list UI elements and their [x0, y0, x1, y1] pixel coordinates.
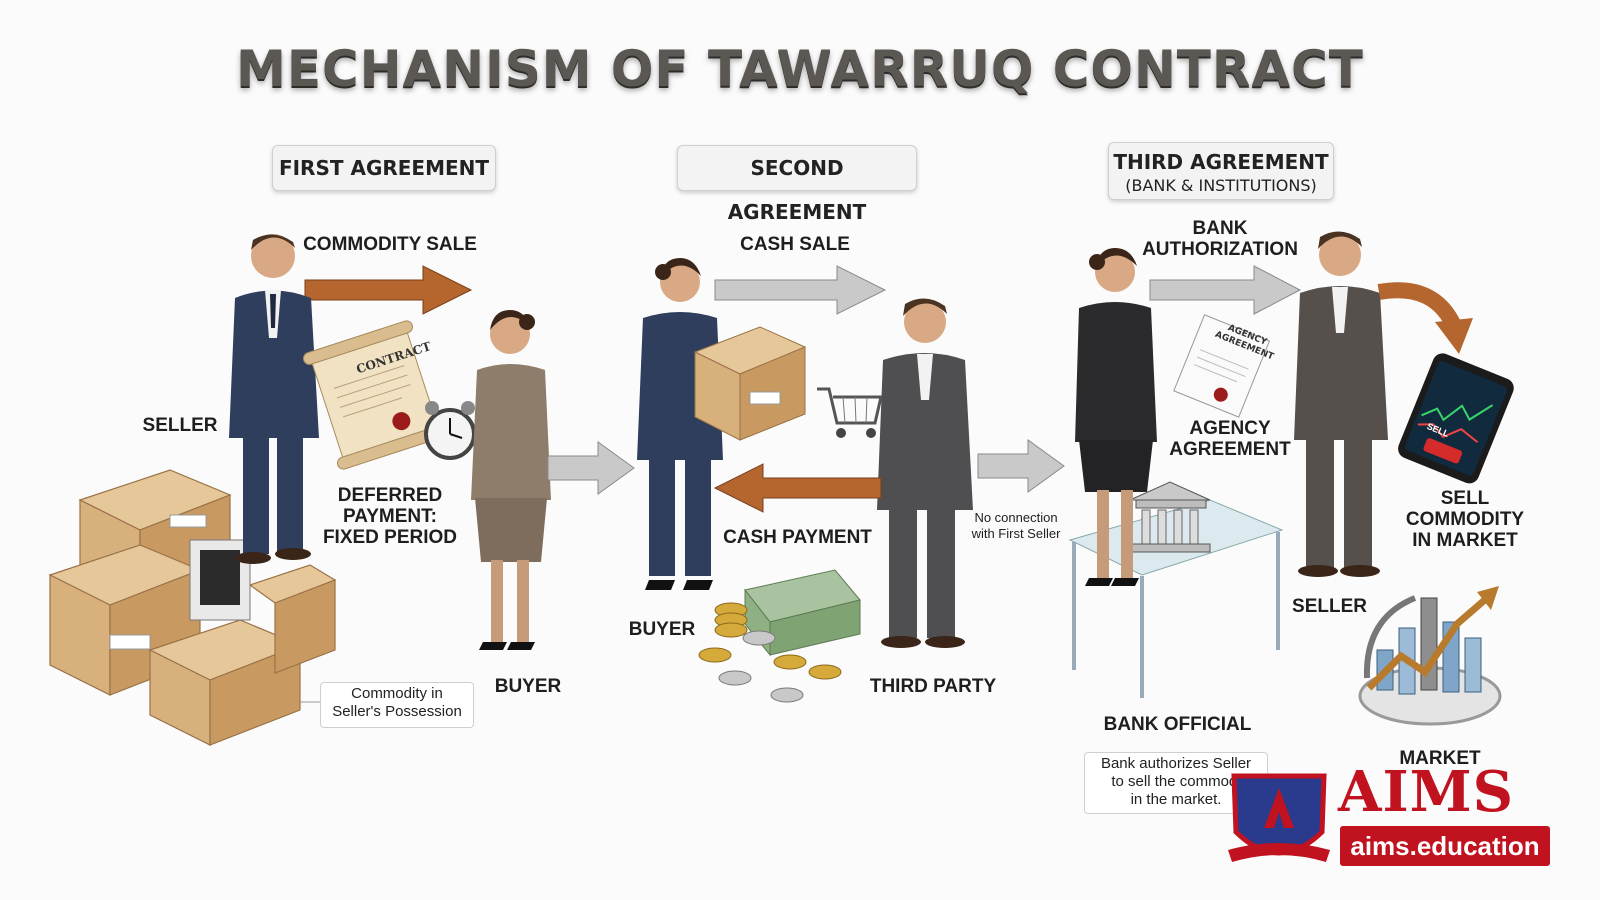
- deferred-payment-line-3: FIXED PERIOD: [322, 527, 458, 548]
- deferred-payment-line-1: DEFERRED: [337, 485, 443, 506]
- bank-authorization-label: BANK AUTHORIZATION: [1140, 218, 1300, 260]
- third-party-label: THIRD PARTY: [869, 676, 997, 697]
- note-connector-line: [300, 701, 320, 703]
- cash-payment-label: CASH PAYMENT: [723, 527, 872, 548]
- aims-url-text: aims.education: [1350, 831, 1540, 861]
- cash-sale-arrow: [714, 265, 887, 315]
- seller-label: SELLER: [142, 415, 218, 436]
- bank-official-person-icon: [1075, 248, 1157, 586]
- cash-sale-label: CASH SALE: [740, 234, 850, 255]
- third-seller-label: SELLER: [1292, 596, 1367, 617]
- bank-authorization-arrow: [1149, 265, 1302, 315]
- third-seller-person-icon: [1294, 231, 1388, 577]
- page-title: MECHANISM OF TAWARRUQ CONTRACT: [236, 40, 1364, 98]
- contract-scroll-icon: [303, 320, 447, 470]
- bank-authorization-line-1: BANK: [1192, 218, 1248, 239]
- shopping-cart-icon: [817, 387, 883, 438]
- cash-payment-arrow: [713, 463, 882, 513]
- bank-authorizes-note-line-1: Bank authorizes Seller: [1100, 755, 1252, 772]
- commodity-possession-note-line-1: Commodity in: [351, 685, 443, 702]
- sell-commodity-line-2: COMMODITY: [1405, 509, 1525, 530]
- commodity-possession-note-line-2: Seller's Possession: [332, 703, 462, 720]
- market-label: MARKET: [1399, 748, 1481, 769]
- buyer-label: BUYER: [494, 676, 562, 697]
- first-agreement-label: FIRST AGREEMENT: [278, 156, 490, 180]
- alarm-clock-icon: [424, 401, 476, 460]
- bank-authorizes-note-line-3: in the market.: [1130, 791, 1222, 808]
- flow-arrow-2-to-3: [977, 439, 1065, 493]
- commodity-possession-note: Commodity in Seller's Possession: [320, 682, 474, 728]
- cash-and-coins-icon: [698, 569, 861, 703]
- aims-shield-logo-icon: [1228, 773, 1330, 862]
- curved-arrow-to-phone: [1377, 282, 1473, 354]
- bank-official-label: BANK OFFICIAL: [1103, 714, 1252, 735]
- sell-commodity-line-3: IN MARKET: [1412, 530, 1518, 551]
- aims-url-badge: aims.education: [1340, 826, 1550, 866]
- smartphone-trading-icon: [1398, 353, 1514, 484]
- cardboard-boxes-illustration: [48, 469, 337, 746]
- bank-authorization-line-2: AUTHORIZATION: [1142, 239, 1298, 260]
- second-agreement-box: SECOND AGREEMENT: [677, 145, 917, 224]
- sell-commodity-line-1: SELL: [1440, 488, 1490, 509]
- no-connection-note: No connection with First Seller: [958, 510, 1074, 542]
- agency-agreement-document-icon: [1173, 314, 1271, 418]
- agency-agreement-label: AGENCY AGREEMENT: [1160, 418, 1300, 460]
- flow-arrow-1-to-2: [547, 441, 635, 495]
- no-connection-line-1: No connection: [974, 510, 1058, 525]
- commodity-sale-label: COMMODITY SALE: [303, 234, 477, 255]
- buyer-person-icon: [471, 310, 551, 650]
- first-agreement-box: FIRST AGREEMENT: [272, 145, 496, 191]
- deferred-payment-line-2: PAYMENT:: [343, 506, 437, 527]
- second-agreement-label: SECOND AGREEMENT: [727, 156, 867, 224]
- seller-person-icon: [229, 234, 319, 564]
- deferred-payment-label: DEFERRED PAYMENT: FIXED PERIOD: [320, 485, 460, 548]
- second-buyer-label: BUYER: [628, 619, 696, 640]
- bank-authorizes-note-line-2: to sell the commodi: [1111, 773, 1241, 790]
- market-growth-chart-icon: [1358, 586, 1502, 726]
- third-agreement-label: THIRD AGREEMENT: [1113, 150, 1329, 174]
- commodity-sale-arrow: [304, 265, 473, 315]
- sell-commodity-label: SELL COMMODITY IN MARKET: [1400, 488, 1530, 551]
- third-party-person-icon: [877, 298, 973, 648]
- agency-agreement-line-1: AGENCY: [1189, 418, 1271, 439]
- second-buyer-person-icon: [637, 258, 723, 590]
- no-connection-line-2: with First Seller: [971, 526, 1061, 541]
- commodity-box-icon: [693, 326, 807, 441]
- aims-logo-text: AIMS: [1338, 759, 1515, 825]
- third-agreement-box: THIRD AGREEMENT (BANK & INSTITUTIONS): [1108, 142, 1334, 200]
- third-agreement-sublabel: (BANK & INSTITUTIONS): [1125, 176, 1317, 195]
- agency-agreement-line-2: AGREEMENT: [1169, 439, 1291, 460]
